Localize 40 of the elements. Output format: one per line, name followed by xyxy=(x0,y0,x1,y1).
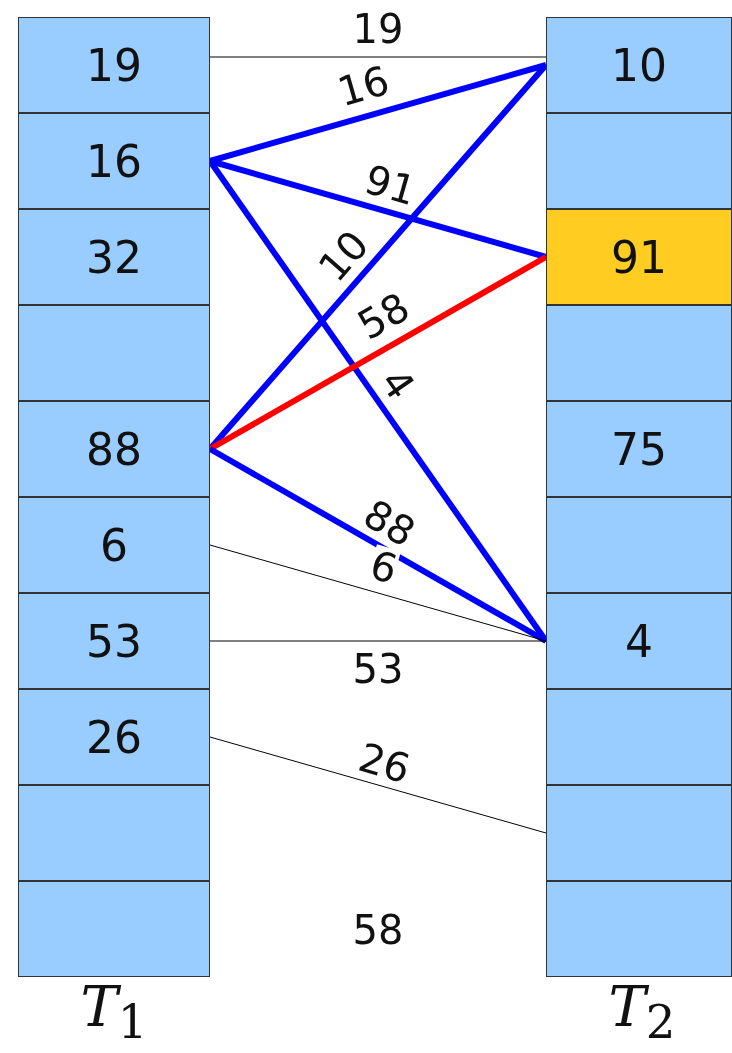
table-cell xyxy=(18,17,210,113)
table-name: T$_{1}$ xyxy=(80,973,148,1052)
table-cell xyxy=(546,17,732,113)
cell-value: 75 xyxy=(611,423,667,475)
cell-value: 4 xyxy=(625,615,653,667)
table-cell xyxy=(18,593,210,689)
table-cell xyxy=(546,785,732,881)
connector-line xyxy=(209,736,547,834)
table-cell xyxy=(18,209,210,305)
table-cell xyxy=(18,113,210,209)
cell-value: 10 xyxy=(611,39,667,91)
connector-line xyxy=(208,254,548,452)
table-cell xyxy=(18,689,210,785)
cell-value: 16 xyxy=(86,135,142,187)
table-cell xyxy=(18,401,210,497)
cell-value: 91 xyxy=(611,231,667,283)
table-cell xyxy=(546,113,732,209)
cell-value: 6 xyxy=(100,519,128,571)
table-cell xyxy=(546,593,732,689)
table-cell xyxy=(546,689,732,785)
value-label: 58 xyxy=(352,906,404,955)
cell-value: 26 xyxy=(86,711,142,763)
connector-line xyxy=(209,640,547,642)
table-cell xyxy=(546,401,732,497)
table-cell xyxy=(18,497,210,593)
table-cell xyxy=(546,305,732,401)
cell-value: 53 xyxy=(86,615,142,667)
table-name: T$_{2}$ xyxy=(608,973,676,1052)
cell-value: 32 xyxy=(86,231,142,283)
connector-line xyxy=(209,62,547,164)
connector-line xyxy=(208,446,548,644)
table-cell xyxy=(18,785,210,881)
cell-value: 19 xyxy=(86,39,142,91)
table-cell xyxy=(546,209,732,305)
table-cell xyxy=(18,881,210,977)
connector-line xyxy=(209,56,547,58)
table-cell xyxy=(546,881,732,977)
cell-value: 88 xyxy=(86,423,142,475)
table-cell xyxy=(18,305,210,401)
table-cell xyxy=(546,497,732,593)
